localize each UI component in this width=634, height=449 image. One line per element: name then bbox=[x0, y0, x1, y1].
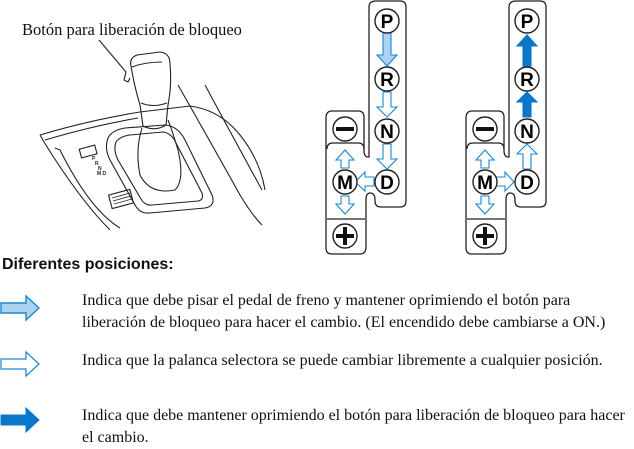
legend-text-hold-button: Indica que debe mantener oprimiendo el b… bbox=[82, 407, 625, 446]
arrow-r-to-p bbox=[515, 34, 539, 67]
position-plus bbox=[332, 223, 358, 249]
svg-text:P: P bbox=[521, 12, 534, 33]
svg-text:D: D bbox=[520, 173, 534, 194]
gate-divider-top bbox=[326, 142, 365, 150]
shift-pattern-drive-to-park: P R N D M bbox=[465, 0, 547, 255]
position-minus bbox=[472, 116, 498, 142]
svg-text:D: D bbox=[380, 173, 394, 194]
gate-outline-main bbox=[325, 0, 407, 255]
svg-text:R: R bbox=[380, 70, 394, 91]
position-minus bbox=[332, 116, 358, 142]
position-r: R bbox=[374, 66, 400, 92]
position-d: D bbox=[374, 169, 400, 195]
arrow-d-to-m bbox=[354, 170, 375, 193]
svg-text:N: N bbox=[380, 122, 394, 143]
arrow-r-to-n bbox=[375, 91, 399, 118]
position-plus bbox=[472, 223, 498, 249]
svg-text:R: R bbox=[95, 161, 99, 167]
svg-text:M: M bbox=[477, 173, 493, 194]
svg-text:R: R bbox=[520, 70, 534, 91]
position-n: N bbox=[514, 118, 540, 144]
legend-text-free-shift: Indica que la palanca selectora se puede… bbox=[82, 352, 603, 369]
arrow-m-to-minus bbox=[474, 149, 496, 169]
legend-text-brake-and-button: Indica que debe pisar el pedal de freno … bbox=[82, 292, 606, 331]
svg-text:M D: M D bbox=[97, 171, 107, 177]
position-p: P bbox=[374, 8, 400, 34]
lock-release-button-label: Botón para liberación de bloqueo bbox=[22, 20, 242, 39]
arrow-n-to-d bbox=[375, 143, 399, 170]
svg-text:M: M bbox=[337, 173, 353, 194]
outline-arrow-icon bbox=[0, 350, 40, 378]
arrow-m-to-d bbox=[495, 170, 515, 193]
position-p: P bbox=[514, 8, 540, 34]
arrow-m-to-plus bbox=[334, 195, 356, 215]
svg-text:N: N bbox=[98, 166, 102, 172]
position-r: R bbox=[514, 66, 540, 92]
arrow-m-to-minus bbox=[334, 149, 356, 169]
solid-blue-arrow-icon bbox=[0, 406, 40, 434]
arrow-m-to-plus bbox=[474, 195, 496, 215]
svg-text:P: P bbox=[381, 12, 394, 33]
position-n: N bbox=[374, 118, 400, 144]
arrow-d-to-n bbox=[515, 143, 539, 170]
svg-text:P: P bbox=[92, 156, 96, 162]
position-m: M bbox=[472, 169, 498, 195]
arrow-p-to-r bbox=[375, 32, 399, 67]
light-blue-arrow-icon bbox=[0, 294, 41, 322]
shift-pattern-park-to-drive: P R N D M bbox=[325, 0, 407, 255]
arrow-n-to-r bbox=[515, 91, 539, 118]
position-m: M bbox=[332, 169, 358, 195]
section-heading: Diferentes posiciones: bbox=[2, 256, 174, 273]
svg-text:N: N bbox=[520, 122, 534, 143]
gate-outline-main bbox=[465, 0, 547, 255]
position-d: D bbox=[514, 169, 540, 195]
callout-line bbox=[98, 39, 127, 73]
gate-divider-top bbox=[466, 142, 505, 150]
